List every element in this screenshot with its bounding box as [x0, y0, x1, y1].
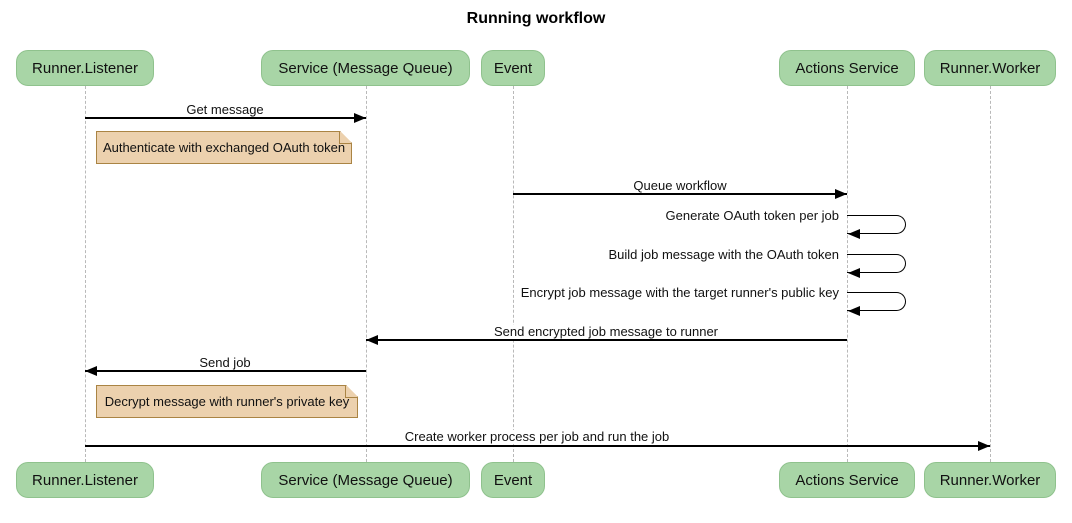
message-label: Queue workflow: [629, 179, 731, 193]
note-text: Authenticate with exchanged OAuth token: [102, 140, 346, 155]
note-text: Decrypt message with runner's private ke…: [104, 394, 350, 409]
message-line: [513, 193, 847, 195]
message-line: [85, 445, 990, 447]
message-label: Send encrypted job message to runner: [489, 325, 723, 339]
lifeline-runner-worker: [989, 86, 991, 462]
actor-runner-listener-bottom: Runner.Listener: [16, 462, 154, 498]
actor-service-mq-bottom: Service (Message Queue): [261, 462, 470, 498]
actor-actions-service-top: Actions Service: [779, 50, 915, 86]
arrowhead-right: [978, 441, 990, 451]
message-label: Build job message with the OAuth token: [604, 248, 843, 262]
actor-event-bottom: Event: [481, 462, 545, 498]
actor-service-mq-top: Service (Message Queue): [261, 50, 470, 86]
lifeline-service-mq: [365, 86, 367, 462]
message-label: Create worker process per job and run th…: [400, 430, 674, 444]
arrowhead-left: [85, 366, 97, 376]
actor-event-top: Event: [481, 50, 545, 86]
message-label: Send job: [195, 356, 255, 370]
message-line: [85, 117, 366, 119]
lifeline-actions-service: [846, 86, 848, 462]
message-line: [85, 370, 366, 372]
note: Decrypt message with runner's private ke…: [96, 385, 358, 418]
arrowhead-right: [354, 113, 366, 123]
message-label: Generate OAuth token per job: [661, 209, 843, 223]
actor-runner-worker-top: Runner.Worker: [924, 50, 1056, 86]
note-fold: [345, 386, 357, 398]
lifeline-runner-listener: [84, 86, 86, 462]
actor-runner-listener-top: Runner.Listener: [16, 50, 154, 86]
self-loop: [847, 254, 906, 273]
message-label: Get message: [182, 103, 268, 117]
self-loop: [847, 215, 906, 234]
self-loop: [847, 292, 906, 311]
arrowhead-left: [848, 268, 860, 278]
message-label: Encrypt job message with the target runn…: [516, 286, 843, 300]
arrowhead-right: [835, 189, 847, 199]
diagram-title: Running workflow: [466, 10, 606, 27]
message-line: [366, 339, 847, 341]
note: Authenticate with exchanged OAuth token: [96, 131, 352, 164]
arrowhead-left: [366, 335, 378, 345]
actor-runner-worker-bottom: Runner.Worker: [924, 462, 1056, 498]
actor-actions-service-bottom: Actions Service: [779, 462, 915, 498]
note-fold: [339, 132, 351, 144]
lifeline-event: [512, 86, 514, 462]
arrowhead-left: [848, 306, 860, 316]
arrowhead-left: [848, 229, 860, 239]
